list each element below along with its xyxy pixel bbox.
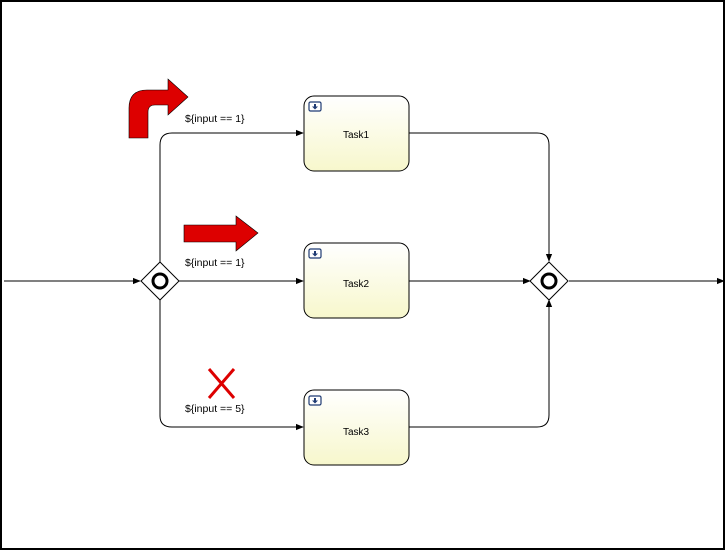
task-type-icon xyxy=(308,395,322,406)
cross-icon xyxy=(207,368,236,399)
task-label: Task2 xyxy=(343,279,370,290)
condition-label-task2: ${input == 1} xyxy=(185,257,245,269)
flow-to-task1[interactable] xyxy=(159,129,304,264)
task-node-task3[interactable]: Task3 xyxy=(303,389,410,466)
condition-label-task3: ${input == 5} xyxy=(185,403,245,415)
task-type-icon xyxy=(308,248,322,259)
flow-task1-to-join[interactable] xyxy=(409,132,553,262)
task-label: Task3 xyxy=(343,427,370,438)
flow-to-task3[interactable] xyxy=(159,298,304,431)
task-node-task2[interactable]: Task2 xyxy=(303,242,410,319)
task-label: Task1 xyxy=(343,130,370,141)
flow-task3-to-join[interactable] xyxy=(409,299,553,428)
straight-arrow-icon xyxy=(183,215,259,252)
join-gateway[interactable] xyxy=(529,261,569,301)
split-gateway[interactable] xyxy=(140,261,180,301)
task-type-icon xyxy=(308,101,322,112)
task-node-task1[interactable]: Task1 xyxy=(303,95,410,172)
inclusive-gateway-icon xyxy=(540,272,558,290)
sequence-flows xyxy=(4,129,725,431)
curved-arrow-icon xyxy=(128,78,189,139)
inclusive-gateway-icon xyxy=(151,272,169,290)
condition-label-task1: ${input == 1} xyxy=(185,113,245,125)
